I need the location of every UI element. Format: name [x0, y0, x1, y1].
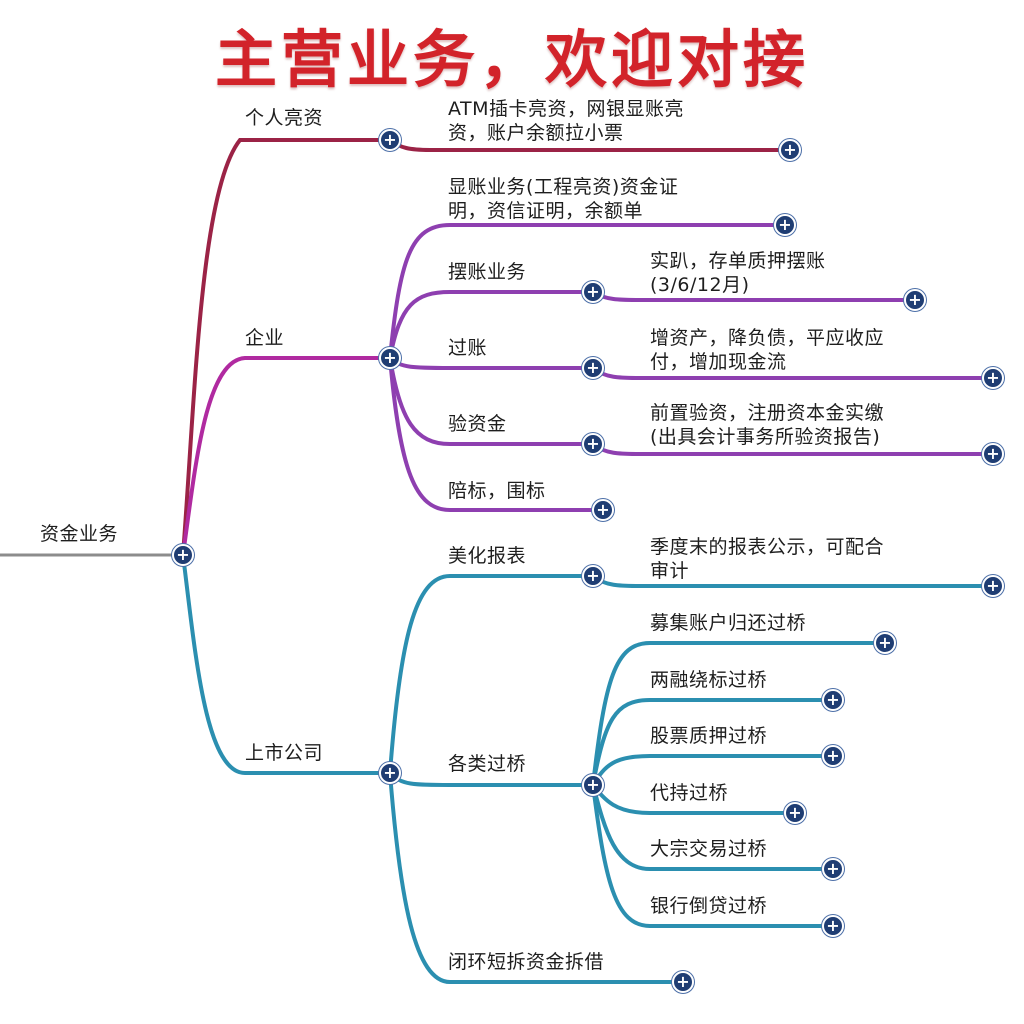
listed-node-label: 上市公司 — [245, 742, 324, 764]
beautify-connector — [388, 574, 595, 775]
personal-leaf-label: ATM插卡亮资，网银显账亮 资，账户余额拉小票 — [448, 98, 685, 144]
bridge-node-label: 各类过桥 — [448, 753, 527, 775]
verify-node-label: 验资金 — [448, 413, 507, 435]
display-account-label: 显账业务(工程亮资)资金证 明，资信证明，余额单 — [448, 176, 679, 222]
plus-circle-icon[interactable]: + — [582, 774, 604, 796]
plus-circle-icon[interactable]: + — [874, 632, 896, 654]
plus-circle-icon[interactable]: + — [582, 433, 604, 455]
bridge-item-connector-5 — [591, 783, 835, 871]
plus-circle-icon[interactable]: + — [822, 689, 844, 711]
plus-circle-icon[interactable]: + — [582, 281, 604, 303]
bridge-item-connector-1 — [591, 641, 887, 787]
bridge-item-label: 募集账户归还过桥 — [650, 612, 807, 634]
pledge-leaf-label: 实趴，存单质押摆账 (3/6/12月) — [650, 250, 826, 296]
plus-circle-icon[interactable]: + — [779, 139, 801, 161]
personal-node-label: 个人亮资 — [245, 107, 324, 129]
plus-circle-icon[interactable]: + — [822, 858, 844, 880]
plus-circle-icon[interactable]: + — [379, 762, 401, 784]
bridge-item-label: 股票质押过桥 — [650, 725, 768, 747]
bridge-item-connector-6 — [591, 783, 835, 928]
personal-connector — [181, 138, 392, 557]
plus-circle-icon[interactable]: + — [582, 565, 604, 587]
page-title: 主营业务，欢迎对接 — [214, 23, 809, 96]
bid-connector — [388, 356, 605, 512]
plus-circle-icon[interactable]: + — [822, 915, 844, 937]
plus-circle-icon[interactable]: + — [592, 499, 614, 521]
root-node-label: 资金业务 — [40, 523, 119, 545]
plus-circle-icon[interactable]: + — [672, 971, 694, 993]
beautify-node-label: 美化报表 — [448, 545, 527, 567]
plus-circle-icon[interactable]: + — [582, 357, 604, 379]
closed-loop-node-label: 闭环短拆资金拆借 — [448, 951, 605, 973]
listed-connector — [181, 553, 392, 775]
verify-leaf-label: 前置验资，注册资本金实缴 (出具会计事务所验资报告) — [650, 402, 885, 448]
bridge-item-label: 代持过桥 — [650, 782, 729, 804]
pledge-connector — [388, 290, 595, 360]
plus-circle-icon[interactable]: + — [379, 347, 401, 369]
bridge-item-label: 银行倒贷过桥 — [650, 895, 768, 917]
plus-circle-icon[interactable]: + — [822, 745, 844, 767]
beautify-leaf-label: 季度末的报表公示，可配合 审计 — [650, 536, 885, 582]
closed-loop-connector — [388, 771, 685, 984]
transfer-node-label: 过账 — [448, 337, 488, 359]
bridge-item-connector-2 — [591, 698, 835, 787]
enterprise-node-label: 企业 — [245, 327, 285, 349]
transfer-leaf-label: 增资产，降负债，平应收应 付，增加现金流 — [650, 327, 885, 373]
bridge-item-label: 两融绕标过桥 — [650, 669, 768, 691]
plus-circle-icon[interactable]: + — [774, 214, 796, 236]
bridge-item-label: 大宗交易过桥 — [650, 838, 768, 860]
display-account-connector — [388, 223, 787, 360]
pledge-node-label: 摆账业务 — [448, 261, 527, 283]
plus-circle-icon[interactable]: + — [982, 443, 1004, 465]
plus-circle-icon[interactable]: + — [172, 544, 194, 566]
enterprise-connector — [181, 356, 392, 557]
plus-circle-icon[interactable]: + — [982, 575, 1004, 597]
plus-circle-icon[interactable]: + — [784, 802, 806, 824]
plus-circle-icon[interactable]: + — [379, 129, 401, 151]
transfer-connector — [388, 356, 595, 370]
plus-circle-icon[interactable]: + — [982, 367, 1004, 389]
plus-circle-icon[interactable]: + — [904, 289, 926, 311]
bid-node-label: 陪标，围标 — [448, 480, 546, 502]
